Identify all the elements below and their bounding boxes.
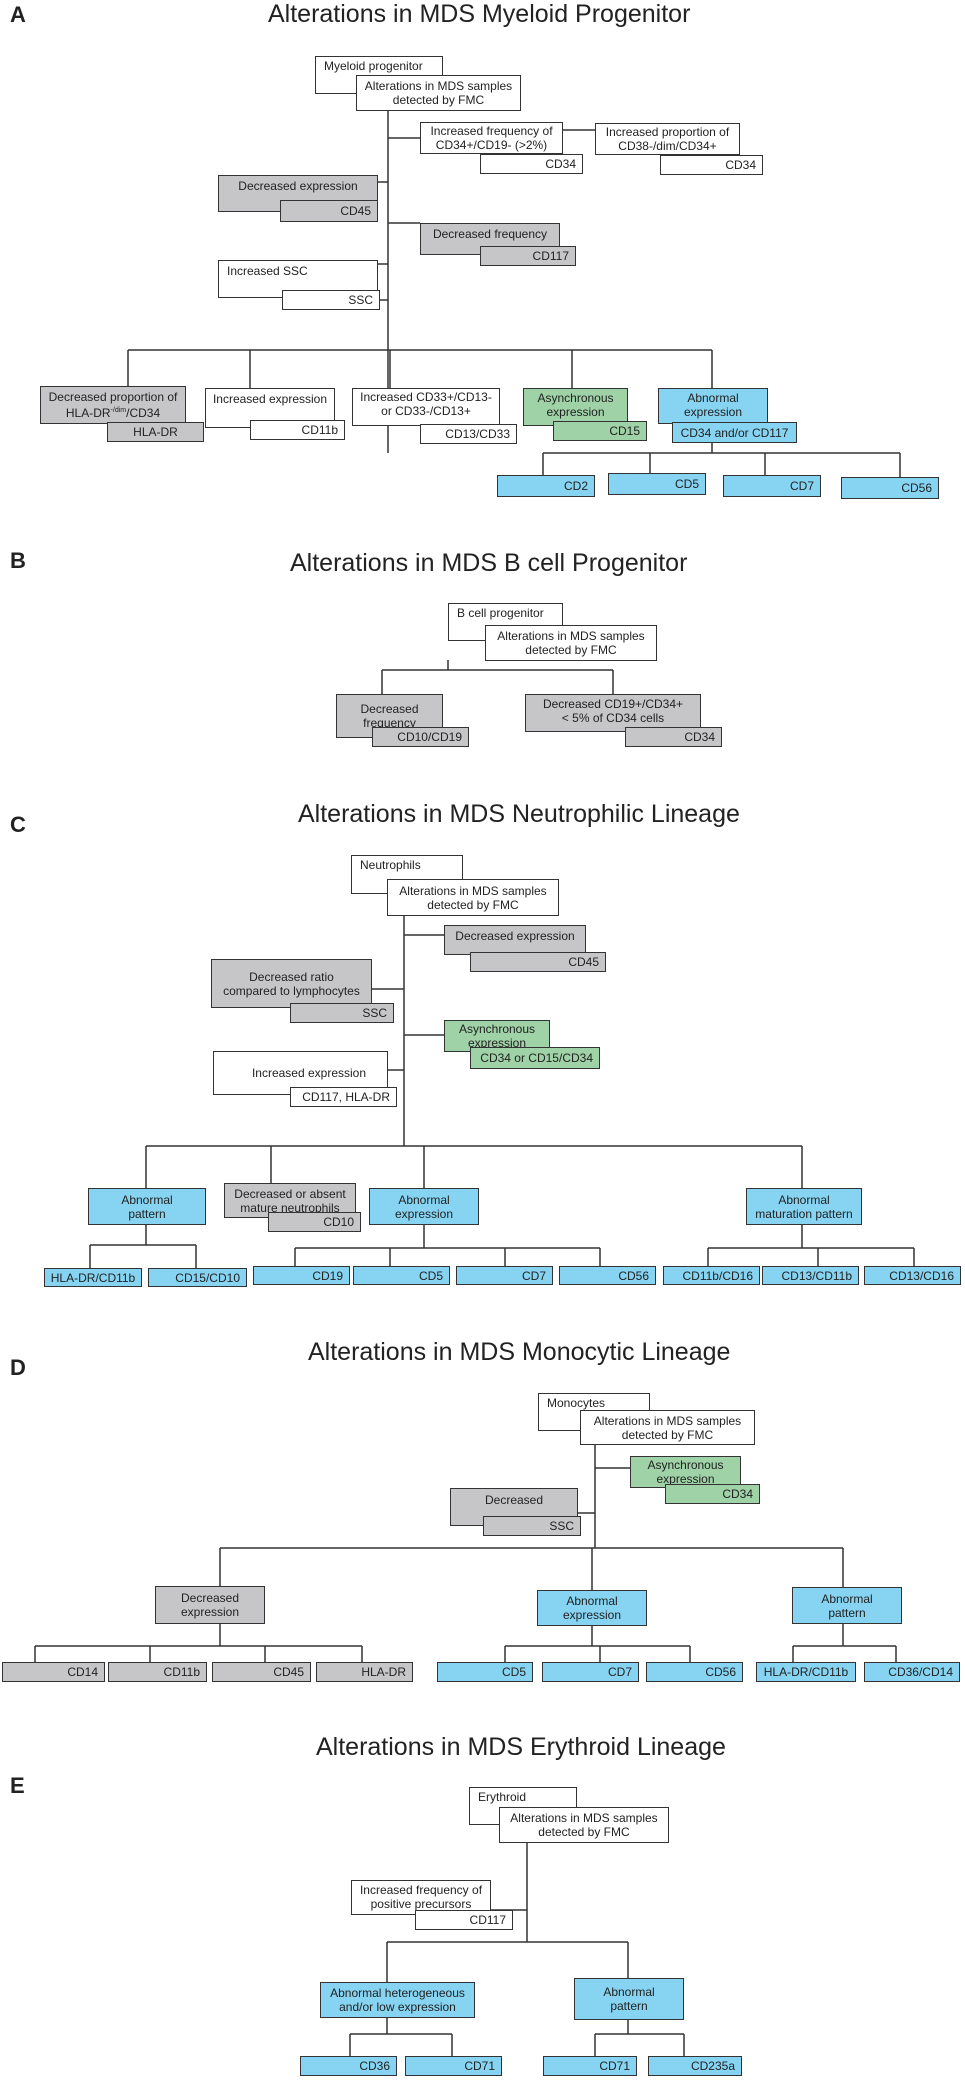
node-d-decr-expr: Decreased expression bbox=[155, 1586, 265, 1624]
leaf-e-pattern-0: CD71 bbox=[543, 2056, 637, 2076]
leaf-d-expr-1: CD7 bbox=[542, 1662, 639, 1682]
leaf-c-expr-1: CD5 bbox=[353, 1266, 450, 1285]
node-c-detected: Alterations in MDS samples detected by F… bbox=[387, 879, 559, 916]
node-a-abnormal: Abnormal expression bbox=[658, 388, 768, 424]
panel-label-c: C bbox=[10, 812, 26, 837]
panel-label-a: A bbox=[10, 2, 26, 27]
leaf-c-mat-1: CD13/CD11b bbox=[762, 1266, 859, 1285]
node-b-decr-freq-marker: CD10/CD19 bbox=[372, 727, 469, 747]
leaf-d-expr-2: CD56 bbox=[646, 1662, 743, 1682]
node-a-incr-freq-cd34: Increased frequency of CD34+/CD19- (>2%) bbox=[420, 122, 563, 154]
panel-title-e: Alterations in MDS Erythroid Lineage bbox=[316, 1733, 726, 1761]
node-c-abn-expr: Abnormal expression bbox=[369, 1188, 479, 1225]
leaf-a-2: CD7 bbox=[723, 475, 821, 497]
leaf-a-1: CD5 bbox=[608, 473, 706, 495]
node-a-async-marker: CD15 bbox=[553, 421, 647, 441]
node-c-decr-expr: Decreased expression bbox=[444, 925, 586, 955]
node-a-abnormal-marker: CD34 and/or CD117 bbox=[672, 422, 797, 443]
node-a-async: Asynchronous expression bbox=[523, 388, 628, 426]
node-a-decr-prop-marker: HLA-DR bbox=[107, 422, 204, 442]
leaf-e-het-0: CD36 bbox=[300, 2056, 397, 2076]
leaf-d-decr-0: CD14 bbox=[2, 1662, 105, 1682]
leaf-d-decr-1: CD11b bbox=[108, 1662, 207, 1682]
node-a-decr-expr-marker: CD45 bbox=[280, 200, 378, 222]
node-c-decr-expr-marker: CD45 bbox=[470, 952, 606, 972]
node-c-decr-ratio: Decreased ratio compared to lymphocytes bbox=[211, 959, 372, 1008]
leaf-a-0: CD2 bbox=[497, 475, 595, 497]
node-a-incr-cd33-marker: CD13/CD33 bbox=[420, 424, 517, 444]
node-e-incr-freq: Increased frequency of positive precurso… bbox=[351, 1880, 491, 1915]
node-d-abn-pattern: Abnormal pattern bbox=[792, 1587, 902, 1624]
node-e-abn-het: Abnormal heterogeneous and/or low expres… bbox=[320, 1982, 475, 2018]
node-b-decr-cd19: Decreased CD19+/CD34+ < 5% of CD34 cells bbox=[525, 694, 701, 732]
panel-label-b: B bbox=[10, 548, 26, 573]
panel-title-d: Alterations in MDS Monocytic Lineage bbox=[308, 1338, 731, 1366]
leaf-d-expr-0: CD5 bbox=[437, 1662, 533, 1682]
leaf-c-mat-0: CD11b/CD16 bbox=[663, 1266, 760, 1285]
decr-prop-superscript: -/dim bbox=[110, 407, 127, 414]
node-c-async-marker: CD34 or CD15/CD34 bbox=[470, 1047, 600, 1069]
node-a-incr-prop-cd38-marker: CD34 bbox=[660, 155, 763, 175]
node-d-detected: Alterations in MDS samples detected by F… bbox=[580, 1410, 755, 1445]
node-c-decr-ratio-marker: SSC bbox=[290, 1003, 394, 1023]
node-a-incr-expr: Increased expression bbox=[205, 388, 335, 428]
node-b-decr-cd19-marker: CD34 bbox=[625, 727, 722, 747]
decr-prop-hladr-text: HLA-DR bbox=[65, 406, 111, 420]
decr-prop-cd34-text: /CD34 bbox=[126, 406, 161, 420]
node-d-async: Asynchronous expression bbox=[630, 1456, 741, 1488]
node-e-incr-freq-marker: CD117 bbox=[415, 1910, 513, 1930]
node-e-abn-pattern: Abnormal pattern bbox=[574, 1978, 684, 2020]
panel-title-a: Alterations in MDS Myeloid Progenitor bbox=[268, 0, 691, 28]
leaf-c-expr-3: CD56 bbox=[559, 1266, 656, 1285]
node-a-decr-prop-line2: HLA-DR-/dim/CD34 bbox=[66, 404, 160, 420]
node-d-async-marker: CD34 bbox=[665, 1484, 760, 1504]
leaf-a-3: CD56 bbox=[841, 477, 939, 499]
leaf-d-decr-2: CD45 bbox=[212, 1662, 311, 1682]
leaf-c-pattern-1: CD15/CD10 bbox=[148, 1268, 247, 1287]
panel-label-e: E bbox=[10, 1773, 25, 1798]
panel-title-b: Alterations in MDS B cell Progenitor bbox=[290, 549, 688, 577]
leaf-c-pattern-0: HLA-DR/CD11b bbox=[44, 1268, 142, 1287]
node-c-decr-absent-marker: CD10 bbox=[268, 1212, 361, 1232]
panel-label-d: D bbox=[10, 1355, 26, 1380]
node-a-decr-prop-hladr: Decreased proportion of HLA-DR-/dim/CD34 bbox=[40, 386, 186, 424]
node-c-async: Asynchronous expression bbox=[444, 1020, 550, 1052]
node-a-incr-freq-cd34-marker: CD34 bbox=[480, 154, 583, 174]
node-e-detected: Alterations in MDS samples detected by F… bbox=[499, 1807, 669, 1843]
node-c-abn-pattern: Abnormal pattern bbox=[88, 1188, 206, 1225]
node-c-abn-mat: Abnormal maturation pattern bbox=[746, 1188, 862, 1225]
leaf-c-expr-0: CD19 bbox=[253, 1266, 350, 1285]
leaf-e-pattern-1: CD235a bbox=[648, 2056, 742, 2076]
node-d-abn-expr: Abnormal expression bbox=[537, 1590, 647, 1626]
node-a-detected: Alterations in MDS samples detected by F… bbox=[356, 75, 521, 111]
leaf-d-pattern-1: CD36/CD14 bbox=[864, 1662, 960, 1682]
node-a-incr-prop-cd38: Increased proportion of CD38-/dim/CD34+ bbox=[595, 123, 740, 155]
node-d-decreased-marker: SSC bbox=[483, 1516, 581, 1536]
node-a-incr-expr-marker: CD11b bbox=[250, 420, 345, 440]
panel-title-c: Alterations in MDS Neutrophilic Lineage bbox=[298, 800, 740, 828]
leaf-d-pattern-0: HLA-DR/CD11b bbox=[756, 1662, 856, 1682]
node-a-incr-cd33: Increased CD33+/CD13- or CD33-/CD13+ bbox=[352, 388, 500, 426]
leaf-d-decr-3: HLA-DR bbox=[316, 1662, 413, 1682]
node-c-incr-expr-marker: CD117, HLA-DR bbox=[290, 1087, 397, 1107]
leaf-c-expr-2: CD7 bbox=[456, 1266, 553, 1285]
node-a-decr-prop-line1: Decreased proportion of bbox=[48, 390, 178, 404]
leaf-e-het-1: CD71 bbox=[405, 2056, 502, 2076]
node-b-detected: Alterations in MDS samples detected by F… bbox=[485, 625, 657, 661]
node-a-incr-ssc-marker: SSC bbox=[282, 290, 380, 310]
leaf-c-mat-2: CD13/CD16 bbox=[864, 1266, 961, 1285]
node-a-decr-freq-marker: CD117 bbox=[480, 246, 576, 266]
